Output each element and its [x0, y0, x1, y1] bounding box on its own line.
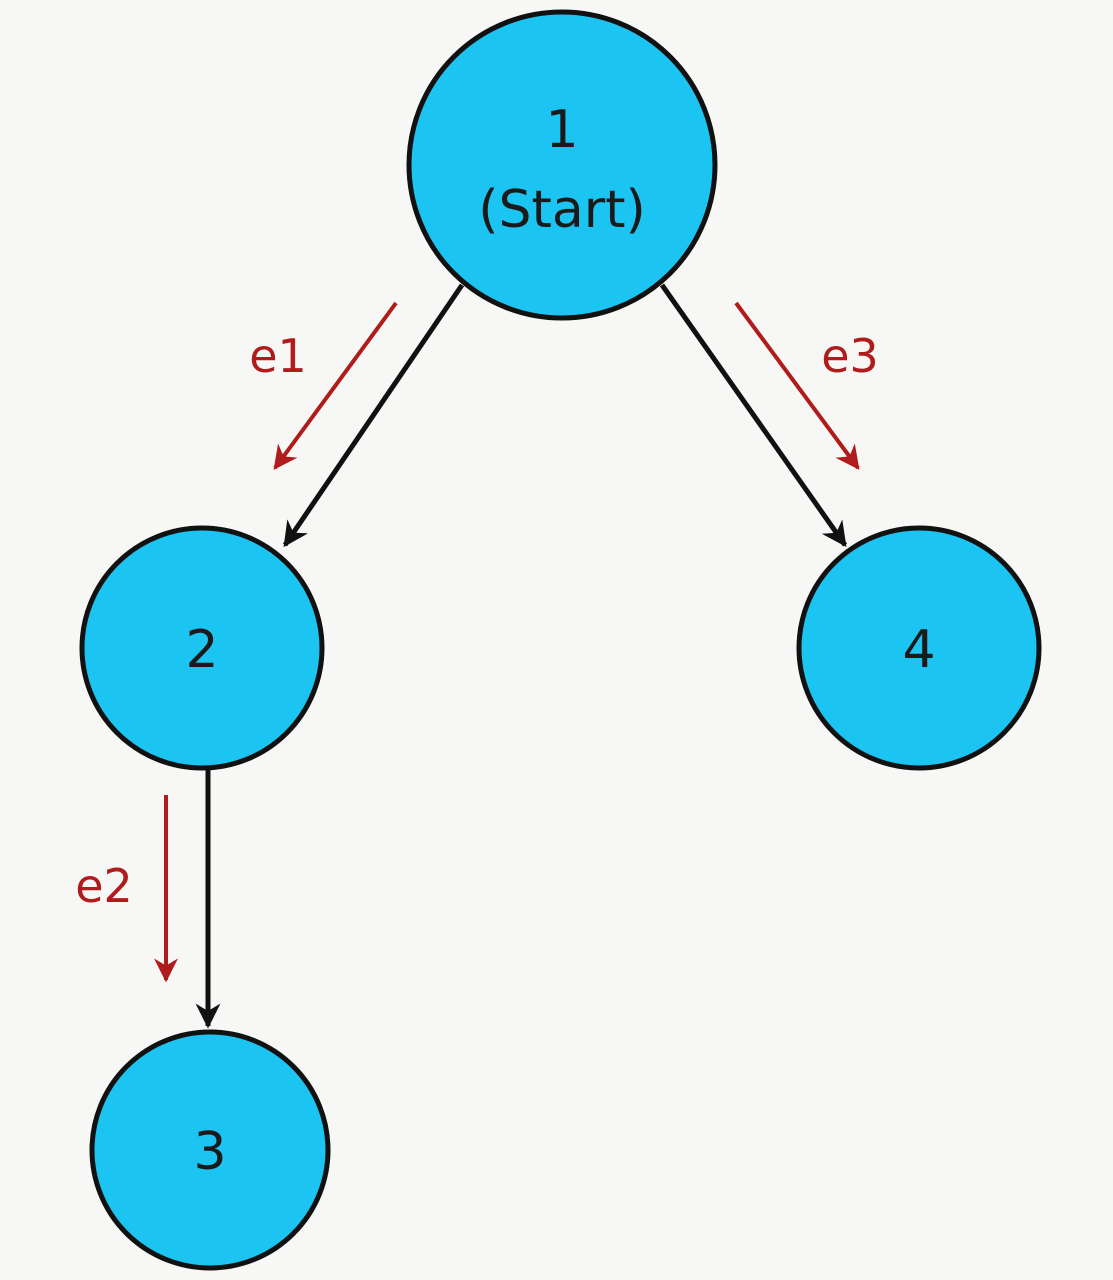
traversal-arrow-e1 [273, 301, 398, 470]
node-label: 1 [545, 100, 578, 160]
node-label: 4 [902, 620, 935, 680]
graph-node-4: 4 [796, 525, 1042, 771]
node-circle [79, 525, 325, 771]
edge-1-2 [282, 283, 465, 548]
node-label: 3 [193, 1122, 226, 1182]
node-circle [796, 525, 1042, 771]
graph-node-1: 1 (Start) [406, 9, 718, 321]
traversal-label-e3: e3 [821, 329, 879, 383]
edge-1-4 [659, 283, 848, 548]
traversal-label-e1: e1 [249, 329, 307, 383]
traversal-label-e2: e2 [75, 859, 133, 913]
node-sublabel: (Start) [478, 180, 646, 240]
graph-node-2: 2 [79, 525, 325, 771]
traversal-arrow-e3 [734, 301, 860, 470]
graph-edges [195, 283, 848, 1029]
graph-node-3: 3 [89, 1029, 331, 1271]
traversal-labels: e1 e2 e3 [75, 329, 879, 913]
node-label: 2 [185, 620, 218, 680]
node-circle [406, 9, 718, 321]
traversal-arrows [154, 301, 860, 983]
node-circle [89, 1029, 331, 1271]
